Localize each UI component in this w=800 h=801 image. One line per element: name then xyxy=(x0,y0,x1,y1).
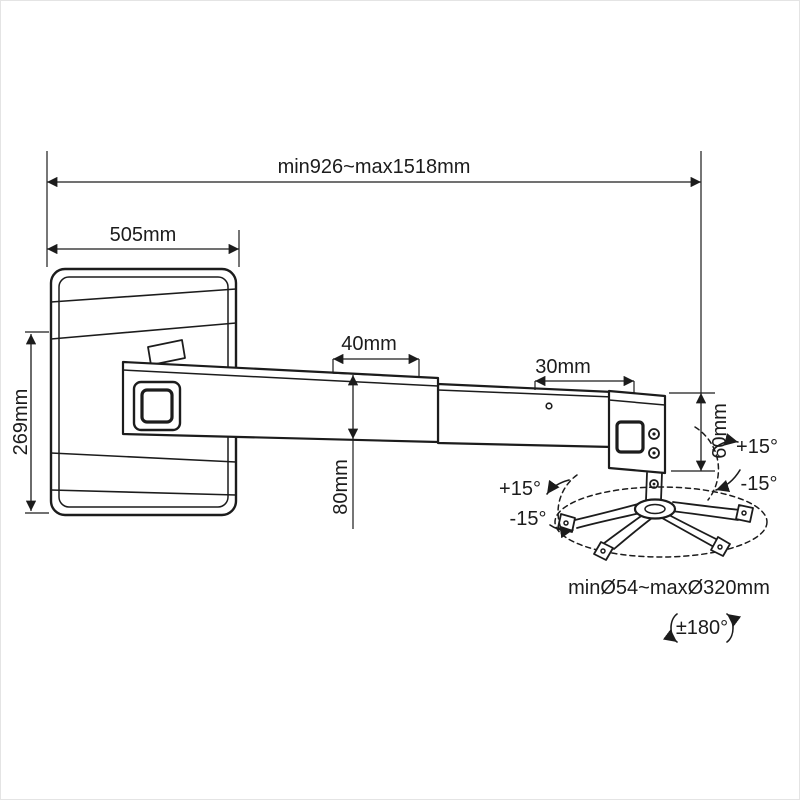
bracket-bolt-top-center xyxy=(652,432,656,436)
dim-total-length: min926~max1518mm xyxy=(46,151,702,393)
plate-top-band-line-2 xyxy=(50,322,237,340)
spider-leg-frontright-bottom xyxy=(661,517,715,548)
bracket-bolt-bottom-center xyxy=(652,451,656,455)
rotation-arc-left xyxy=(662,613,678,643)
extension-arm xyxy=(121,360,615,449)
dim-bracket-height: 60mm xyxy=(669,392,731,472)
plate-width-label: 505mm xyxy=(110,224,177,246)
arm-inner-tube-edge xyxy=(437,389,614,398)
spider-range-ellipse xyxy=(554,486,768,558)
tilt-right-down-label: -15° xyxy=(741,473,778,495)
total-length-label: min926~max1518mm xyxy=(278,156,471,178)
tilt-down-arrow-left xyxy=(549,524,574,539)
plate-bottom-band-line xyxy=(50,452,237,463)
joint-screw-center xyxy=(652,482,656,486)
joint-neck-left xyxy=(645,472,648,501)
tilt-down-arrow-right xyxy=(715,469,741,493)
arm-adjust-slot xyxy=(332,372,420,378)
spider-foot-frontleft xyxy=(593,541,614,561)
rotation-arc-right xyxy=(726,613,742,643)
plate-height-label: 269mm xyxy=(10,389,32,456)
spider-foot-right-hole xyxy=(741,510,747,516)
plate-mount-slot xyxy=(147,339,186,366)
dim-plate-height: 269mm xyxy=(10,331,49,514)
spider-hub xyxy=(633,498,677,520)
tilt-arc-right xyxy=(694,426,720,501)
spider-hub-inner xyxy=(644,503,666,515)
bracket-window xyxy=(615,420,645,454)
tilt-up-arrow-right xyxy=(712,433,739,451)
spider-leg-left-top xyxy=(574,503,639,521)
bracket-offset-label: 30mm xyxy=(535,356,591,378)
spider-range-label-group: minØ54~maxØ320mm xyxy=(568,577,770,599)
arm-wall-socket xyxy=(132,380,182,432)
arm-height-label: 80mm xyxy=(330,459,352,515)
spider-foot-left-hole xyxy=(563,520,569,526)
spider-leg-right-top xyxy=(672,501,742,511)
spider-foot-frontright xyxy=(710,536,731,557)
dim-bracket-offset: 30mm xyxy=(534,356,635,393)
spider-leg-left-bottom xyxy=(576,512,641,529)
spider-foot-frontleft-hole xyxy=(600,548,606,554)
rotation-range-label: ±180° xyxy=(676,617,728,639)
tilt-left-up-label: +15° xyxy=(499,478,541,500)
spider-foot-right xyxy=(735,504,754,523)
dimension-annotations: min926~max1518mm 505mm 269mm 40mm 30mm xyxy=(10,151,731,529)
spider-leg-frontleft-bottom xyxy=(613,517,653,550)
end-bracket xyxy=(607,389,667,475)
spider-range-label: minØ54~maxØ320mm xyxy=(568,577,770,599)
tilt-right-up-label: +15° xyxy=(736,436,778,458)
arm-outer-tube-edge xyxy=(122,369,439,387)
spider-foot-frontright-hole xyxy=(717,544,723,550)
tilt-up-arrow-left xyxy=(546,479,570,495)
plate-top-band-line xyxy=(50,288,237,303)
rotation-range-group: ±180° xyxy=(662,613,742,643)
arm-screw xyxy=(545,402,553,410)
spider-leg-right-bottom xyxy=(670,510,739,521)
arm-wall-socket-hole xyxy=(140,388,174,424)
plate-bottom-band-line-2 xyxy=(50,489,237,496)
dim-arm-height: 80mm xyxy=(330,375,359,529)
bracket-height-label: 60mm xyxy=(709,403,731,459)
tilt-left-down-label: -15° xyxy=(510,508,547,530)
bracket-lip xyxy=(608,399,666,406)
slot-length-label: 40mm xyxy=(341,333,397,355)
tilt-annotation-left: +15° -15° xyxy=(499,474,578,539)
dim-plate-width: 505mm xyxy=(47,224,240,267)
tilt-annotation-right: +15° -15° xyxy=(694,426,778,501)
dim-slot-length: 40mm xyxy=(332,333,420,376)
